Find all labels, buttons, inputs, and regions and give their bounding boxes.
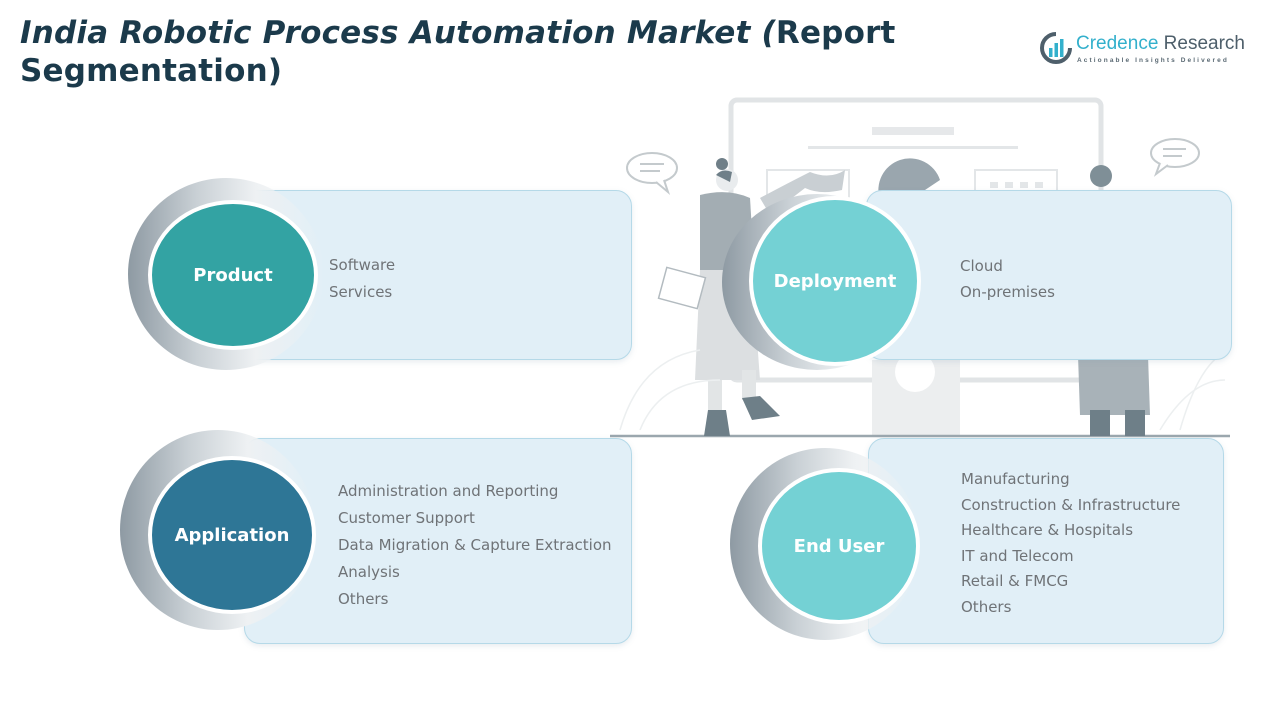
speech-bubble-icon [626, 152, 678, 196]
list-item: Administration and Reporting [338, 482, 559, 500]
segment-label-application: Application [174, 524, 290, 546]
segment-items-application: Administration and Reporting Customer Su… [338, 478, 612, 613]
title-italic: India Robotic Process Automation Market … [20, 15, 776, 51]
list-item: Software [329, 256, 396, 274]
segment-card-deployment [866, 190, 1232, 360]
credence-research-logo: Credence Research Actionable Insights De… [1040, 30, 1260, 70]
segment-circle-end-user: End User [758, 468, 920, 624]
list-item: Others [961, 597, 1012, 616]
segment-items-deployment: Cloud On-premises [960, 253, 1055, 305]
list-item: Manufacturing [961, 470, 1070, 488]
segment-circle-deployment: Deployment [749, 196, 921, 366]
segment-label-product: Product [193, 264, 273, 286]
list-item: Services [329, 283, 393, 301]
segment-circle-application: Application [148, 456, 316, 614]
list-item: Retail & FMCG [961, 572, 1069, 591]
list-item: Customer Support [338, 509, 475, 527]
leaves-decoration-icon [619, 349, 1231, 431]
segment-card-end-user [868, 438, 1224, 644]
speech-bubble-icon [1150, 138, 1200, 177]
page-title: India Robotic Process Automation Market … [20, 14, 920, 90]
list-item: Others [338, 590, 389, 608]
segment-circle-product: Product [148, 200, 318, 350]
logo-tagline: Actionable Insights Delivered [1077, 57, 1229, 64]
bar-chart-logo-icon [1040, 32, 1072, 64]
list-item: Data Migration & Capture Extraction [338, 536, 612, 554]
segment-items-end-user: Manufacturing Construction & Infrastruct… [961, 467, 1180, 621]
list-item: On-premises [960, 283, 1055, 301]
list-item: Construction & Infrastructure [961, 495, 1181, 514]
list-item: Analysis [338, 563, 400, 581]
segment-items-product: Software Services [329, 252, 395, 306]
logo-name: Credence Research [1076, 33, 1245, 54]
list-item: Healthcare & Hospitals [961, 521, 1134, 540]
segment-label-deployment: Deployment [773, 270, 897, 292]
title-regular: Report Segmentation) [20, 15, 896, 89]
list-item: IT and Telecom [961, 546, 1074, 565]
list-item: Cloud [960, 257, 1003, 275]
segment-label-end-user: End User [793, 535, 885, 557]
